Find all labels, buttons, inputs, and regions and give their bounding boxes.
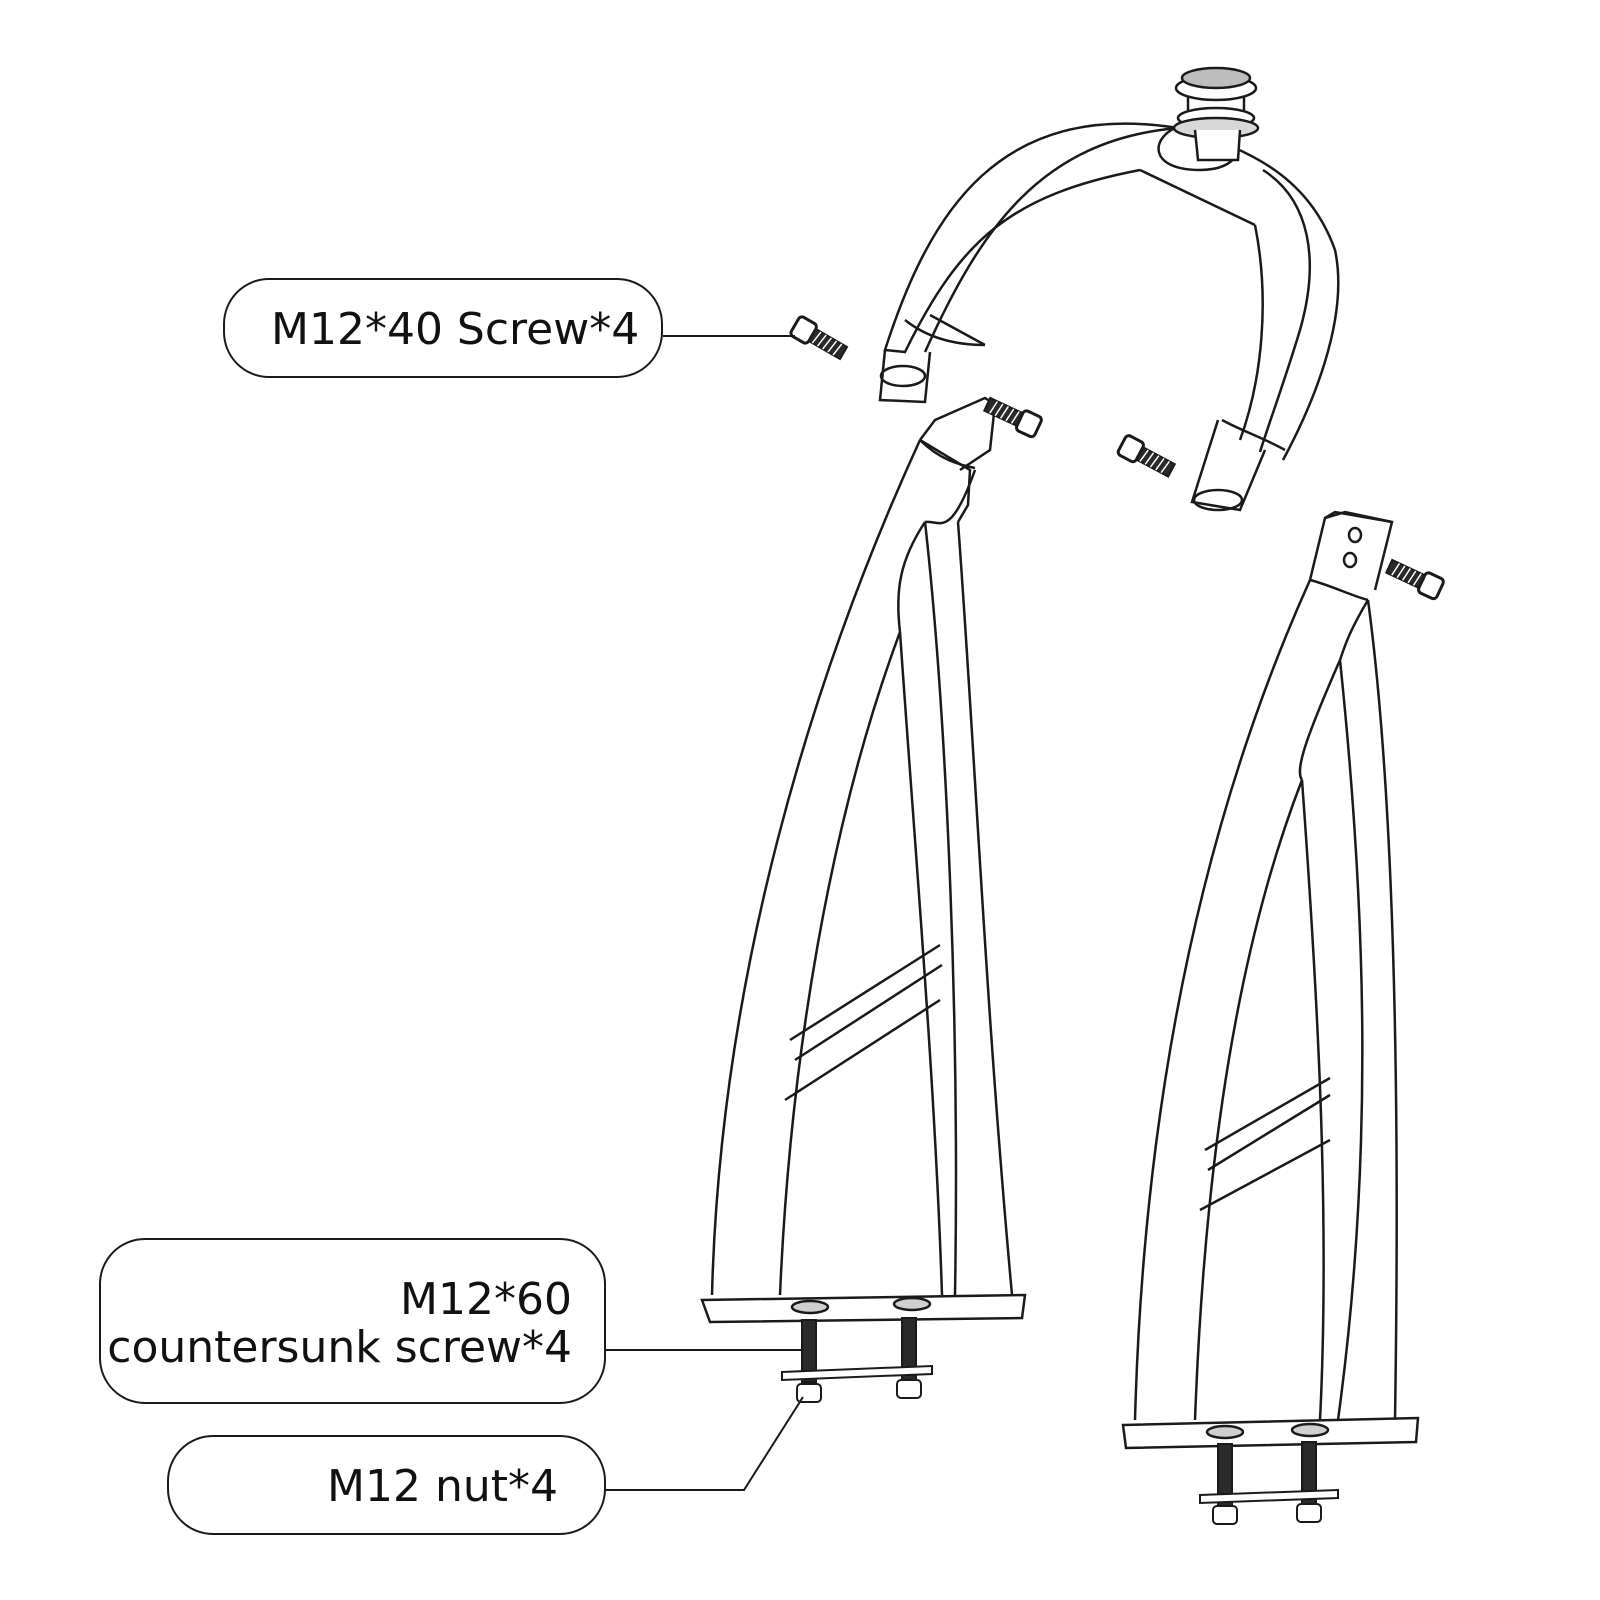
callout-m12x40-screw-label: M12*40 Screw*4 [271, 304, 640, 355]
callout-m12x60-line2: countersunk screw*4 [107, 1322, 572, 1373]
headset-cap [1172, 66, 1260, 162]
callout-m12x40-screw: M12*40 Screw*4 [223, 278, 663, 378]
m12x40-screw-4 [1383, 554, 1447, 602]
right-fork-leg [1133, 510, 1398, 1421]
leader-lines [606, 335, 804, 1491]
m12x40-screw-1 [788, 313, 851, 365]
right-countersunk-screws [1199, 1441, 1339, 1525]
left-fork-leg [710, 396, 1014, 1296]
top-yoke-crown [878, 122, 1340, 512]
left-countersunk-screws [781, 1317, 933, 1403]
m12x40-screw-3 [1115, 432, 1179, 482]
right-base-plate [1121, 1416, 1420, 1450]
callout-m12-nut-label: M12 nut*4 [327, 1461, 558, 1512]
callout-m12x60-countersunk-screw: M12*60 countersunk screw*4 [99, 1238, 606, 1404]
callout-m12x60-line1: M12*60 [400, 1274, 572, 1325]
callout-m12-nut: M12 nut*4 [167, 1435, 606, 1535]
left-base-plate [700, 1293, 1027, 1324]
